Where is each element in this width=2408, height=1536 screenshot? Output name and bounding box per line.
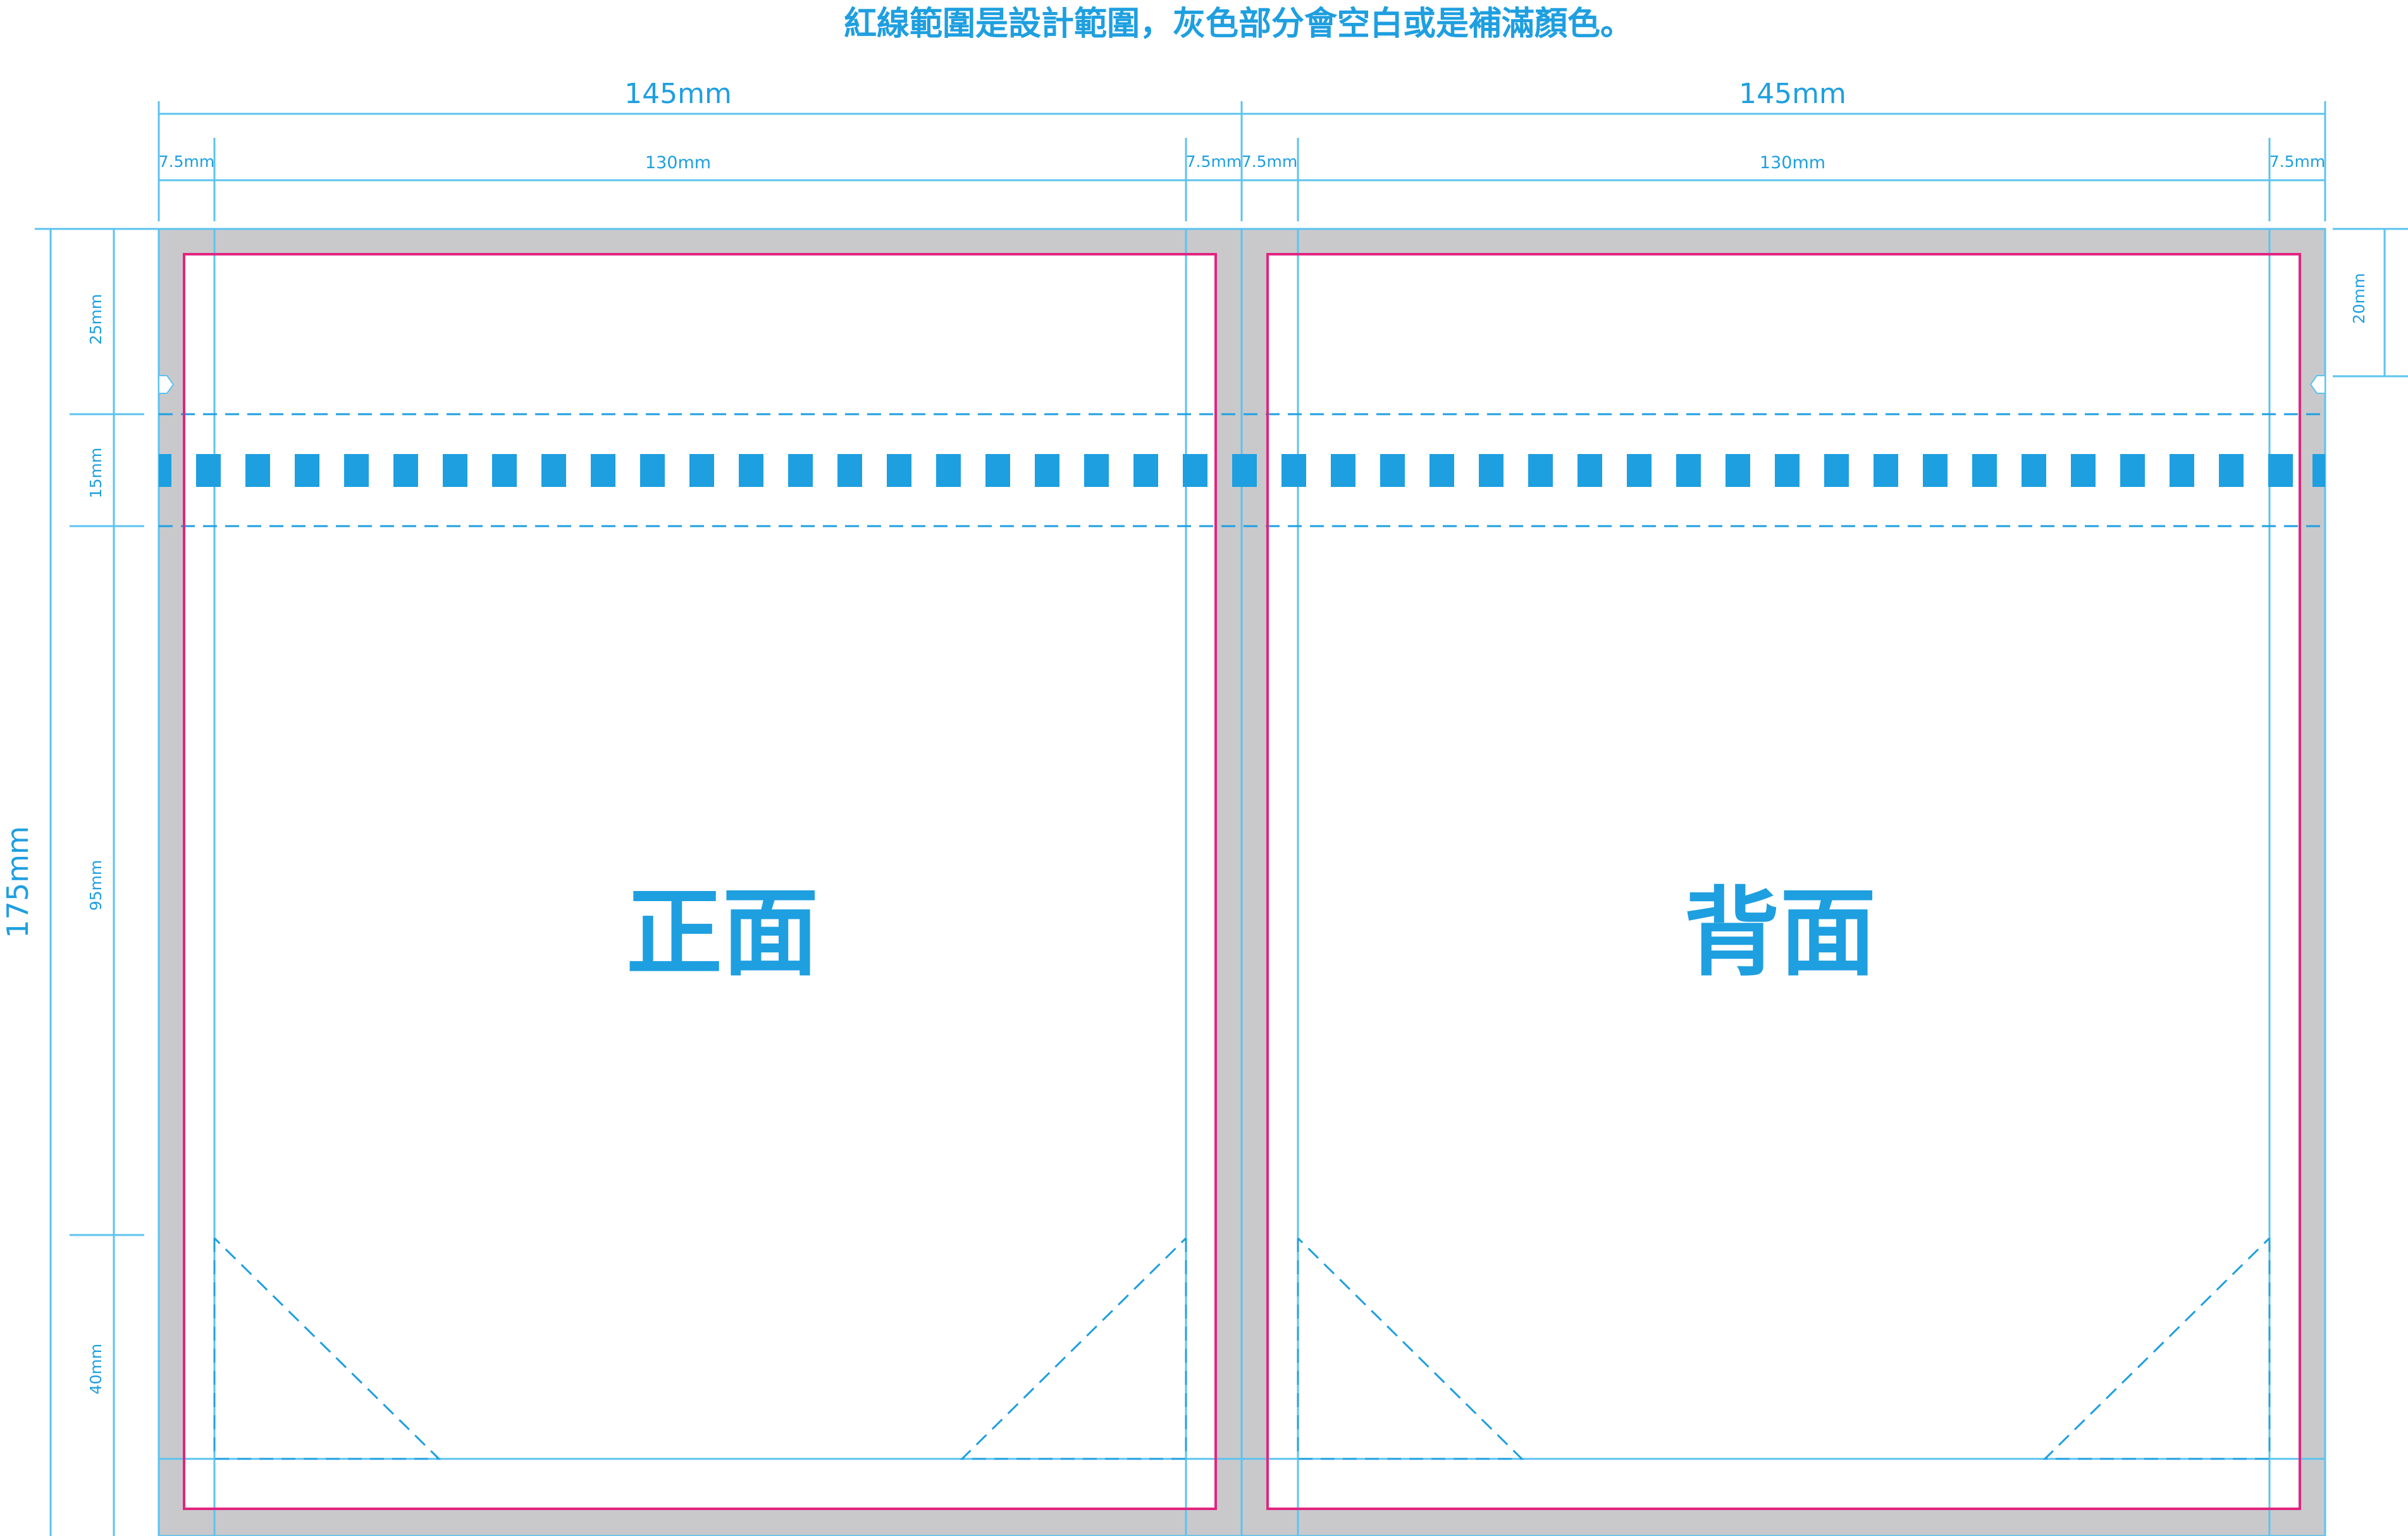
perforation-hole bbox=[1923, 454, 1948, 487]
perforation-hole bbox=[1183, 454, 1207, 487]
hang-hole-notch-right bbox=[2309, 375, 2326, 394]
perforation-hole bbox=[1775, 454, 1800, 487]
perforation-hole bbox=[2219, 454, 2244, 487]
perforation-hole bbox=[1824, 454, 1849, 487]
fold-lines bbox=[159, 413, 2325, 527]
perforation-hole bbox=[1232, 454, 1257, 487]
perforation-hole bbox=[887, 454, 911, 487]
back-design-area bbox=[1266, 253, 2301, 1510]
perforation-hole bbox=[2120, 454, 2145, 487]
perforation-hole bbox=[1874, 454, 1898, 487]
perforation-hole bbox=[2022, 454, 2046, 487]
perforation-hole bbox=[591, 454, 615, 487]
back-label: 背面 bbox=[1684, 877, 1876, 989]
dim-inner-left: 130mm bbox=[645, 153, 711, 173]
perforation-hole bbox=[1676, 454, 1701, 487]
perforation-hole bbox=[159, 454, 171, 487]
dim-margin-right-1: 7.5mm bbox=[1186, 152, 1242, 171]
width-dimension-row bbox=[157, 101, 2326, 221]
perforation-hole bbox=[2071, 454, 2096, 487]
perforation-hole bbox=[1331, 454, 1355, 487]
perforation-hole bbox=[1528, 454, 1553, 487]
dim-margin-left-1: 7.5mm bbox=[159, 152, 214, 171]
height-dimension-column bbox=[35, 228, 159, 1536]
hang-hole-dimension bbox=[2333, 228, 2408, 378]
perforation-hole bbox=[295, 454, 319, 487]
perforation-hole bbox=[245, 454, 270, 487]
dim-seg-top: 25mm bbox=[87, 294, 105, 345]
bottom-gusset-guides bbox=[213, 1237, 2271, 1460]
perforation-hole bbox=[936, 454, 961, 487]
perforation-hole bbox=[1281, 454, 1306, 487]
perforation-hole bbox=[689, 454, 714, 487]
perforation-hole bbox=[985, 454, 1010, 487]
perforation-hole bbox=[1429, 454, 1454, 487]
perforation-hole bbox=[1133, 454, 1158, 487]
dim-seg-perforation: 15mm bbox=[87, 448, 105, 499]
dim-margin-left-2: 7.5mm bbox=[1242, 152, 1297, 171]
perforation-hole bbox=[1726, 454, 1750, 487]
perforation-hole bbox=[2170, 454, 2194, 487]
perforation-hole bbox=[837, 454, 862, 487]
perforation-hole bbox=[1627, 454, 1652, 487]
dim-total-height: 175mm bbox=[1, 826, 35, 938]
hang-hole-notch-left bbox=[158, 375, 175, 394]
perforation-hole bbox=[1084, 454, 1109, 487]
dim-width-right: 145mm bbox=[1739, 78, 1846, 110]
perforation-hole bbox=[2312, 454, 2325, 487]
perforation-line bbox=[159, 454, 2325, 487]
perforation-hole bbox=[1972, 454, 1997, 487]
dim-inner-right: 130mm bbox=[1760, 153, 1825, 173]
perforation-hole bbox=[640, 454, 665, 487]
perforation-hole bbox=[443, 454, 467, 487]
perforation-hole bbox=[344, 454, 369, 487]
dim-seg-middle: 95mm bbox=[87, 860, 105, 911]
margin-dimension-row bbox=[159, 138, 2325, 221]
dim-width-left: 145mm bbox=[624, 78, 732, 110]
perforation-hole bbox=[492, 454, 517, 487]
perforation-hole bbox=[1578, 454, 1602, 487]
perforation-hole bbox=[1380, 454, 1405, 487]
perforation-hole bbox=[1035, 454, 1059, 487]
dim-seg-bottom: 40mm bbox=[87, 1344, 105, 1395]
perforation-hole bbox=[196, 454, 221, 487]
perforation-hole bbox=[739, 454, 763, 487]
front-label: 正面 bbox=[626, 877, 818, 989]
perforation-hole bbox=[393, 454, 418, 487]
perforation-hole bbox=[541, 454, 566, 487]
perforation-hole bbox=[1479, 454, 1503, 487]
dim-hang-hole: 20mm bbox=[2350, 273, 2368, 324]
dim-margin-right-2: 7.5mm bbox=[2269, 152, 2325, 171]
front-design-area bbox=[183, 253, 1217, 1510]
perforation-hole bbox=[2268, 454, 2293, 487]
page-title: 紅線範圍是設計範圍，灰色部分會空白或是補滿顏色。 bbox=[844, 5, 1633, 43]
perforation-hole bbox=[788, 454, 813, 487]
